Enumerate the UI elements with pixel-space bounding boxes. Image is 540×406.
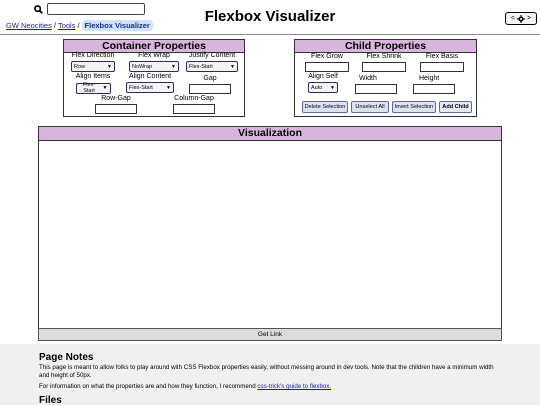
settings-button[interactable]: < > [505,12,537,25]
unselect-all-button[interactable]: Unselect All [351,101,389,113]
row-gap-field: Row-Gap [92,95,140,116]
flex-basis-label: Flex Basis [425,53,459,60]
flex-shrink-input[interactable] [362,62,406,72]
column-gap-field: Column-Gap [168,95,220,116]
flex-grow-field: Flex Grow [303,53,351,74]
justify-content-value: Flex-Start [189,63,213,70]
align-self-value: Auto [311,84,323,91]
files-heading: Files [39,394,62,406]
page-notes-heading: Page Notes [39,352,94,363]
height-label: Height [419,75,440,82]
gap-label: Gap [203,75,217,82]
page-notes-section: Page Notes This page is meant to allow f… [0,344,540,406]
invert-selection-button[interactable]: Invert Selection [392,101,436,113]
height-field: Height [413,75,457,96]
breadcrumb-separator: / [53,21,56,30]
page-title: Flexbox Visualizer [204,8,336,25]
container-properties-title: Container Properties [64,40,244,53]
flex-direction-field: Flex Direction Row ▼ [69,52,117,72]
chevron-right-icon: > [527,15,532,22]
align-content-field: Align Content Flex-Start ▼ [124,73,176,93]
width-field: Width [355,75,399,96]
align-items-value: Flex-Start [82,82,96,94]
align-self-field: Align Self Auto ▼ [305,73,341,93]
delete-selection-button[interactable]: Delete Selection [302,101,348,113]
chevron-down-icon: ▼ [330,84,335,91]
chevron-down-icon: ▼ [107,63,112,70]
width-label: Width [359,75,377,82]
visualization-title: Visualization [39,127,501,141]
search-bar [34,3,145,15]
container-properties-panel: Container Properties Flex Direction Row … [63,39,245,117]
chevron-down-icon: ▼ [166,84,171,91]
align-content-value: Flex-Start [129,84,153,91]
chevron-down-icon: ▼ [171,63,176,70]
breadcrumb-gw-neocities[interactable]: GW Neocities [6,21,52,30]
justify-content-field: Justify Content Flex-Start ▼ [184,52,240,72]
flex-direction-label: Flex Direction [71,52,115,59]
width-input[interactable] [355,84,397,94]
flex-direction-select[interactable]: Row ▼ [71,61,115,72]
breadcrumb-tools[interactable]: Tools [57,21,76,30]
flex-container-canvas[interactable] [39,141,501,339]
gear-icon [517,14,525,23]
align-content-label: Align Content [128,73,172,80]
chevron-down-icon: ▼ [102,85,108,91]
align-items-label: Align Items [75,73,111,80]
column-gap-input[interactable] [173,104,215,114]
flex-grow-label: Flex Grow [311,53,343,60]
flex-shrink-field: Flex Shrink [360,53,408,74]
align-items-field: Align Items Flex-Start ▼ [73,73,113,94]
flex-wrap-label: Flex Wrap [138,52,170,59]
header-divider [0,34,540,35]
child-properties-title: Child Properties [295,40,476,53]
align-self-label: Align Self [308,73,338,80]
height-input[interactable] [413,84,455,94]
flex-grow-input[interactable] [305,62,349,72]
breadcrumb: GW Neocities / Tools / Flexbox Visualize… [6,20,153,31]
flex-basis-field: Flex Basis [418,53,466,74]
flex-basis-input[interactable] [420,62,464,72]
flex-direction-value: Row [74,63,86,70]
breadcrumb-separator: / [77,21,80,30]
gap-field: Gap [188,75,232,96]
page-notes-paragraph: This page is meant to allow folks to pla… [39,364,494,379]
child-properties-panel: Child Properties Flex Grow Flex Shrink F… [294,39,477,117]
align-items-select[interactable]: Flex-Start ▼ [75,82,111,94]
flex-shrink-label: Flex Shrink [366,53,402,60]
chevron-down-icon: ▼ [230,63,235,70]
search-icon[interactable] [34,4,43,14]
align-self-select[interactable]: Auto ▼ [308,82,338,93]
row-gap-label: Row-Gap [101,95,131,102]
css-tricks-link[interactable]: css-trick's guide to flexbox. [257,383,332,390]
get-link-button[interactable]: Get Link [38,328,502,341]
recommendation-text: For information on what the properties a… [39,383,258,390]
page-notes-recommendation: For information on what the properties a… [39,383,499,391]
justify-content-select[interactable]: Flex-Start ▼ [186,61,238,72]
justify-content-label: Justify Content [188,52,236,59]
chevron-left-icon: < [510,15,515,22]
column-gap-label: Column-Gap [174,95,214,102]
gap-input[interactable] [189,84,231,94]
align-content-select[interactable]: Flex-Start ▼ [126,82,174,93]
row-gap-input[interactable] [95,104,137,114]
flex-wrap-field: Flex Wrap NoWrap ▼ [128,52,180,72]
breadcrumb-current: Flexbox Visualizer [81,20,153,31]
search-input[interactable] [47,3,145,15]
flex-wrap-select[interactable]: NoWrap ▼ [129,61,179,72]
flex-wrap-value: NoWrap [132,63,153,70]
visualization-panel: Visualization [38,126,502,340]
add-child-button[interactable]: Add Child [439,101,472,113]
